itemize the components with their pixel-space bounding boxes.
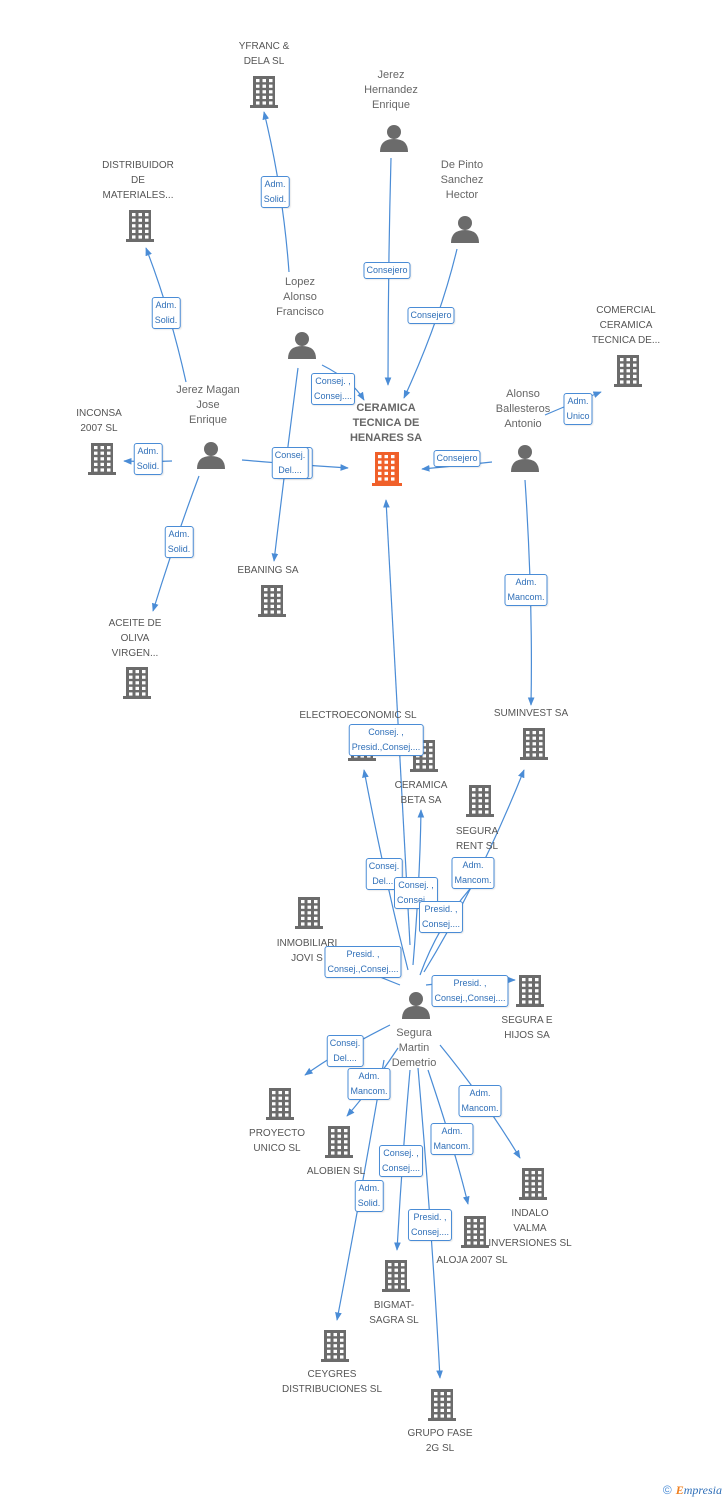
relation-label-seguram-to-ceramica[interactable]: Consej. , Presid.,Consej.... bbox=[348, 724, 424, 756]
node-label-lopez[interactable]: Lopez Alonso Francisco bbox=[276, 276, 324, 318]
copyright-footer: ©Empresia bbox=[663, 1483, 722, 1498]
node-label-alonso[interactable]: Alonso Ballesteros Antonio bbox=[495, 388, 551, 430]
node-label-comercial[interactable]: COMERCIAL CERAMICA TECNICA DE... bbox=[591, 305, 661, 346]
node-label-inconsa[interactable]: INCONSA 2007 SL bbox=[76, 408, 122, 434]
node-label-segurahijos[interactable]: SEGURA E HIJOS SA bbox=[501, 1015, 553, 1041]
relation-label-depinto-to-ceramica[interactable]: Consejero bbox=[407, 307, 455, 324]
relation-label-lopez-to-yfranc[interactable]: Adm. Solid. bbox=[260, 176, 290, 208]
relation-label-seguram-to-inmob[interactable]: Presid. , Consej.,Consej.... bbox=[324, 946, 402, 978]
relation-label-lopez-to-ebaning[interactable]: Consej. Del.... bbox=[271, 447, 309, 479]
relation-label-seguram-to-grupofase[interactable]: Presid. , Consej.... bbox=[407, 1209, 453, 1241]
node-label-jerezh[interactable]: Jerez Hernandez Enrique bbox=[364, 69, 418, 111]
relation-label-lopez-to-ceramica[interactable]: Consej. , Consej.... bbox=[310, 373, 356, 405]
relation-label-jerezm-to-distrib[interactable]: Adm. Solid. bbox=[151, 297, 181, 329]
relation-label-seguram-to-ceygres[interactable]: Adm. Solid. bbox=[354, 1180, 384, 1212]
building-icon[interactable] bbox=[519, 1168, 547, 1200]
building-icon[interactable] bbox=[516, 975, 544, 1007]
node-label-ceygres[interactable]: CEYGRES DISTRIBUCIONES SL bbox=[281, 1369, 383, 1395]
brand-logo-initial: E bbox=[675, 1483, 684, 1497]
relation-label-seguram-to-suminvest[interactable]: Adm. Mancom. bbox=[451, 857, 495, 889]
relation-label-alonso-to-suminvest[interactable]: Adm. Mancom. bbox=[504, 574, 548, 606]
building-icon[interactable] bbox=[126, 210, 154, 242]
node-layer bbox=[88, 76, 642, 1421]
node-label-ebaning[interactable]: EBANING SA bbox=[237, 565, 299, 576]
node-label-electro[interactable]: ELECTROECONOMIC SL bbox=[299, 710, 417, 721]
person-icon[interactable] bbox=[288, 332, 316, 359]
node-label-suminvest[interactable]: SUMINVEST SA bbox=[493, 708, 569, 719]
node-label-alobien[interactable]: ALOBIEN SL bbox=[306, 1166, 366, 1177]
building-icon[interactable] bbox=[250, 76, 278, 108]
node-label-ceramica[interactable]: CERAMICA TECNICA DE HENARES SA bbox=[349, 402, 423, 444]
relation-label-seguram-to-proyecto[interactable]: Consej. Del.... bbox=[326, 1035, 364, 1067]
node-label-jerezm[interactable]: Jerez Magan Jose Enrique bbox=[176, 384, 240, 426]
building-icon[interactable] bbox=[123, 667, 151, 699]
relation-label-seguram-to-alobien[interactable]: Adm. Mancom. bbox=[347, 1068, 391, 1100]
building-icon[interactable] bbox=[88, 443, 116, 475]
person-icon[interactable] bbox=[451, 216, 479, 243]
relation-label-seguram-to-indalo[interactable]: Adm. Mancom. bbox=[458, 1085, 502, 1117]
person-icon[interactable] bbox=[511, 445, 539, 472]
building-icon[interactable] bbox=[466, 785, 494, 817]
node-label-grupofase[interactable]: GRUPO FASE 2G SL bbox=[407, 1428, 473, 1454]
building-icon[interactable] bbox=[428, 1389, 456, 1421]
building-icon[interactable] bbox=[461, 1216, 489, 1248]
building-icon[interactable] bbox=[258, 585, 286, 617]
relation-label-seguram-to-bigmat[interactable]: Consej. , Consej.... bbox=[378, 1145, 424, 1177]
node-label-seguram[interactable]: Segura Martin Demetrio bbox=[391, 1027, 437, 1069]
building-icon[interactable] bbox=[520, 728, 548, 760]
building-icon[interactable] bbox=[372, 452, 402, 486]
node-label-aloja[interactable]: ALOJA 2007 SL bbox=[436, 1255, 508, 1266]
relation-label-seguram-to-segurarent[interactable]: Presid. , Consej.... bbox=[418, 901, 464, 933]
building-icon[interactable] bbox=[325, 1126, 353, 1158]
node-label-depinto[interactable]: De Pinto Sanchez Hector bbox=[440, 159, 484, 201]
building-icon[interactable] bbox=[614, 355, 642, 387]
copyright-icon: © bbox=[662, 1483, 672, 1497]
node-label-bigmat[interactable]: BIGMAT- SAGRA SL bbox=[369, 1300, 419, 1326]
node-label-inmob[interactable]: INMOBILIARI JOVI S bbox=[276, 938, 338, 964]
person-icon[interactable] bbox=[402, 992, 430, 1019]
node-label-segurarent[interactable]: SEGURA RENT SL bbox=[455, 826, 499, 852]
relation-label-alonso-to-ceramica[interactable]: Consejero bbox=[433, 450, 481, 467]
node-label-distrib[interactable]: DISTRIBUIDOR DE MATERIALES... bbox=[102, 160, 174, 201]
building-icon[interactable] bbox=[266, 1088, 294, 1120]
node-label-indalo[interactable]: INDALO VALMA INVERSIONES SL bbox=[488, 1208, 572, 1249]
node-label-aceite[interactable]: ACEITE DE OLIVA VIRGEN... bbox=[108, 618, 162, 659]
brand-logo-text: mpresia bbox=[683, 1483, 722, 1497]
node-label-proyecto[interactable]: PROYECTO UNICO SL bbox=[249, 1128, 305, 1154]
building-icon[interactable] bbox=[295, 897, 323, 929]
building-icon[interactable] bbox=[382, 1260, 410, 1292]
person-icon[interactable] bbox=[380, 125, 408, 152]
relation-label-seguram-to-segurahijos[interactable]: Presid. , Consej.,Consej.... bbox=[431, 975, 509, 1007]
node-label-yfranc[interactable]: YFRANC & DELA SL bbox=[238, 41, 290, 67]
relation-label-alonso-to-comercial[interactable]: Adm. Unico bbox=[563, 393, 593, 425]
node-label-cbeta[interactable]: CERAMICA BETA SA bbox=[394, 780, 448, 806]
relation-label-jerezm-to-aceite[interactable]: Adm. Solid. bbox=[164, 526, 194, 558]
relation-label-jerezh-to-ceramica[interactable]: Consejero bbox=[363, 262, 411, 279]
relation-label-seguram-to-aloja[interactable]: Adm. Mancom. bbox=[430, 1123, 474, 1155]
building-icon[interactable] bbox=[321, 1330, 349, 1362]
relation-label-jerezm-to-inconsa[interactable]: Adm. Solid. bbox=[133, 443, 163, 475]
person-icon[interactable] bbox=[197, 442, 225, 469]
